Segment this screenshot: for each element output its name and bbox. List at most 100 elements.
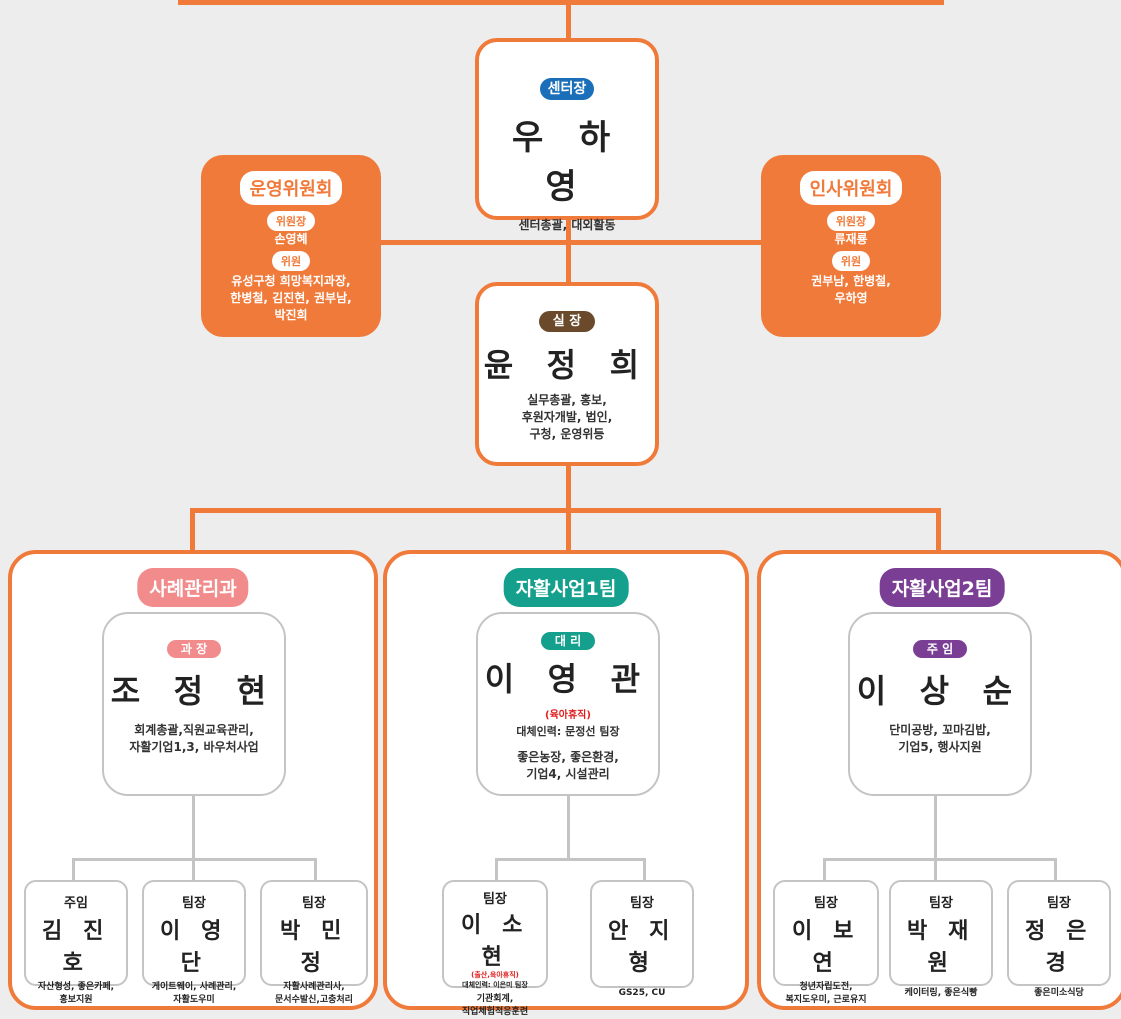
- member-name: 박 민 정: [280, 919, 348, 976]
- team-case-management-title: 사례관리과: [137, 568, 249, 607]
- team1-member-card: 주임 김 진 호 자산형성, 좋은카페, 홍보지원: [24, 880, 128, 1005]
- member-desc-line1: 좋은미소식당: [1034, 988, 1084, 998]
- team1-leader-desc-line1: 회계총괄,직원교육관리,: [134, 723, 254, 737]
- team3-member-card: 팀장 박 재 원 케이터링, 좋은식빵: [889, 880, 993, 998]
- director-desc-line3: 구청, 운영위등: [529, 427, 605, 441]
- team2-horizontal-line: [495, 858, 645, 861]
- team2-vertical-line: [567, 794, 570, 860]
- team-case-management: 사례관리과 과 장 조 정 현 회계총괄,직원교육관리, 자활기업1,3, 바우…: [8, 550, 378, 1010]
- member-desc-line2: 직업체험적응훈련: [461, 1007, 529, 1017]
- team3-member-card: 팀장 정 은 경 좋은미소식당: [1007, 880, 1111, 998]
- team1-drop-line: [190, 508, 195, 552]
- center-head-name: 우 하 영: [511, 118, 623, 207]
- team1-drop-right: [314, 858, 317, 882]
- team1-drop-left: [72, 858, 75, 882]
- team3-leader-desc-line2: 기업5, 행사지원: [898, 740, 982, 754]
- team1-member-card: 팀장 박 민 정 자활사례관리사, 문서수발신,고충처리: [260, 880, 368, 1005]
- top-to-center-line: [566, 0, 571, 40]
- member-leave: (출산,육아휴직): [471, 971, 519, 979]
- member-role: 팀장: [814, 896, 838, 911]
- personnel-committee-chair-label: 위원장: [826, 211, 876, 231]
- personnel-committee-members-line2: 우하영: [834, 291, 868, 305]
- director-to-teams-line: [566, 462, 571, 512]
- team3-member-card: 팀장 이 보 연 청년자립도전, 복지도우미, 근로유지: [773, 880, 879, 1005]
- center-head-desc: 센터총괄, 대외활동: [518, 218, 616, 232]
- member-role: 팀장: [302, 896, 326, 911]
- team-self-support-2-title: 자활사업2팀: [879, 568, 1005, 607]
- team-self-support-2: 자활사업2팀 주 임 이 상 순 단미공방, 꼬마김밥, 기업5, 행사지원 팀…: [757, 550, 1121, 1010]
- member-desc-line2: 자활도우미: [173, 995, 215, 1005]
- team3-leader-badge: 주 임: [912, 640, 968, 658]
- team3-horizontal-line: [823, 858, 1057, 861]
- team2-leader-badge: 대 리: [540, 632, 596, 650]
- personnel-committee-card: 인사위원회 위원장 류재룡 위원 권부남, 한병철, 우하영: [761, 155, 941, 337]
- team2-member-card: 팀장 안 지 형 GS25, CU: [590, 880, 694, 998]
- team3-drop-right: [1054, 858, 1057, 882]
- member-role: 팀장: [1047, 896, 1071, 911]
- personnel-committee-member-label: 위원: [831, 251, 871, 271]
- team3-leader-name: 이 상 순: [856, 672, 1024, 710]
- team3-vertical-line: [934, 794, 937, 860]
- member-role: 팀장: [483, 892, 507, 907]
- member-name: 박 재 원: [907, 919, 975, 976]
- personnel-committee-chair: 류재룡: [834, 232, 868, 246]
- team2-member-card: 팀장 이 소 현 (출산,육아휴직) 대체인력: 이은미 팀장 기관회계, 직업…: [442, 880, 548, 1017]
- operating-committee-title: 운영위원회: [239, 171, 343, 205]
- member-desc-line1: GS25, CU: [618, 988, 666, 998]
- team2-leader-name: 이 영 관: [484, 660, 652, 698]
- member-desc-line1: 자산형성, 좋은카페,: [37, 982, 115, 992]
- team1-leader-card: 과 장 조 정 현 회계총괄,직원교육관리, 자활기업1,3, 바우처사업: [102, 612, 286, 796]
- top-bar-line: [178, 0, 944, 5]
- team2-leader-leave: (육아휴직): [545, 710, 591, 721]
- team2-leader-desc-line2: 기업4, 시설관리: [526, 767, 610, 781]
- operating-committee-chair-label: 위원장: [266, 211, 316, 231]
- team1-member-card: 팀장 이 영 단 게이트웨이, 사례관리, 자활도우미: [142, 880, 246, 1005]
- center-head-badge: 센터장: [539, 78, 595, 100]
- member-name: 이 보 연: [792, 919, 860, 976]
- team3-leader-desc-line1: 단미공방, 꼬마김밥,: [889, 723, 991, 737]
- member-role: 팀장: [929, 896, 953, 911]
- member-name: 정 은 경: [1025, 919, 1093, 976]
- team2-drop-line: [566, 508, 571, 552]
- member-desc-line2: 홍보지원: [59, 995, 93, 1005]
- teams-bar-line: [190, 508, 941, 513]
- member-role: 주임: [64, 896, 88, 911]
- team1-vertical-line: [192, 794, 195, 860]
- member-name: 안 지 형: [608, 919, 676, 976]
- team-self-support-1-title: 자활사업1팀: [503, 568, 629, 607]
- member-desc-line1: 청년자립도전,: [799, 982, 853, 992]
- member-name: 이 소 현: [461, 913, 529, 970]
- director-card: 실 장 윤 정 희 실무총괄, 홍보, 후원자개발, 법인, 구청, 운영위등: [475, 282, 659, 466]
- member-desc-line2: 문서수발신,고충처리: [275, 995, 353, 1005]
- personnel-committee-members-line1: 권부남, 한병철,: [811, 274, 891, 288]
- operating-committee-chair: 손영혜: [274, 232, 308, 246]
- operating-committee-card: 운영위원회 위원장 손영혜 위원 유성구청 희망복지과장, 한병철, 김진현, …: [201, 155, 381, 337]
- personnel-committee-title: 인사위원회: [799, 171, 903, 205]
- team2-drop-right: [643, 858, 646, 882]
- member-desc-line1: 케이터링, 좋은식빵: [904, 988, 978, 998]
- member-desc-line2: 복지도우미, 근로유지: [785, 995, 867, 1005]
- member-sub: 대체인력: 이은미 팀장: [462, 981, 528, 989]
- director-desc-line1: 실무총괄, 홍보,: [527, 393, 607, 407]
- member-desc-line1: 자활사례관리사,: [283, 982, 345, 992]
- operating-committee-members-line1: 유성구청 희망복지과장,: [231, 274, 351, 288]
- team2-leader-desc-line1: 좋은농장, 좋은환경,: [517, 750, 619, 764]
- operating-committee-member-label: 위원: [271, 251, 311, 271]
- committee-connector-line: [355, 240, 765, 245]
- center-head-card: 센터장 우 하 영 센터총괄, 대외활동: [475, 38, 659, 232]
- member-name: 이 영 단: [160, 919, 228, 976]
- team3-drop-left: [823, 858, 826, 882]
- team2-leader-card: 대 리 이 영 관 (육아휴직) 대체인력: 문정선 팀장 좋은농장, 좋은환경…: [476, 612, 660, 796]
- member-name: 김 진 호: [42, 919, 110, 976]
- director-badge: 실 장: [538, 311, 596, 332]
- team3-drop-mid: [934, 858, 937, 882]
- member-desc-line1: 게이트웨이, 사례관리,: [151, 982, 237, 992]
- team1-leader-badge: 과 장: [166, 640, 222, 658]
- team3-drop-line: [936, 508, 941, 552]
- center-to-director-line: [566, 215, 571, 285]
- member-role: 팀장: [630, 896, 654, 911]
- director-desc-line2: 후원자개발, 법인,: [521, 410, 613, 424]
- operating-committee-members-line2: 한병철, 김진현, 권부남,: [230, 291, 352, 305]
- team1-leader-desc-line2: 자활기업1,3, 바우처사업: [129, 740, 259, 754]
- team2-drop-left: [495, 858, 498, 882]
